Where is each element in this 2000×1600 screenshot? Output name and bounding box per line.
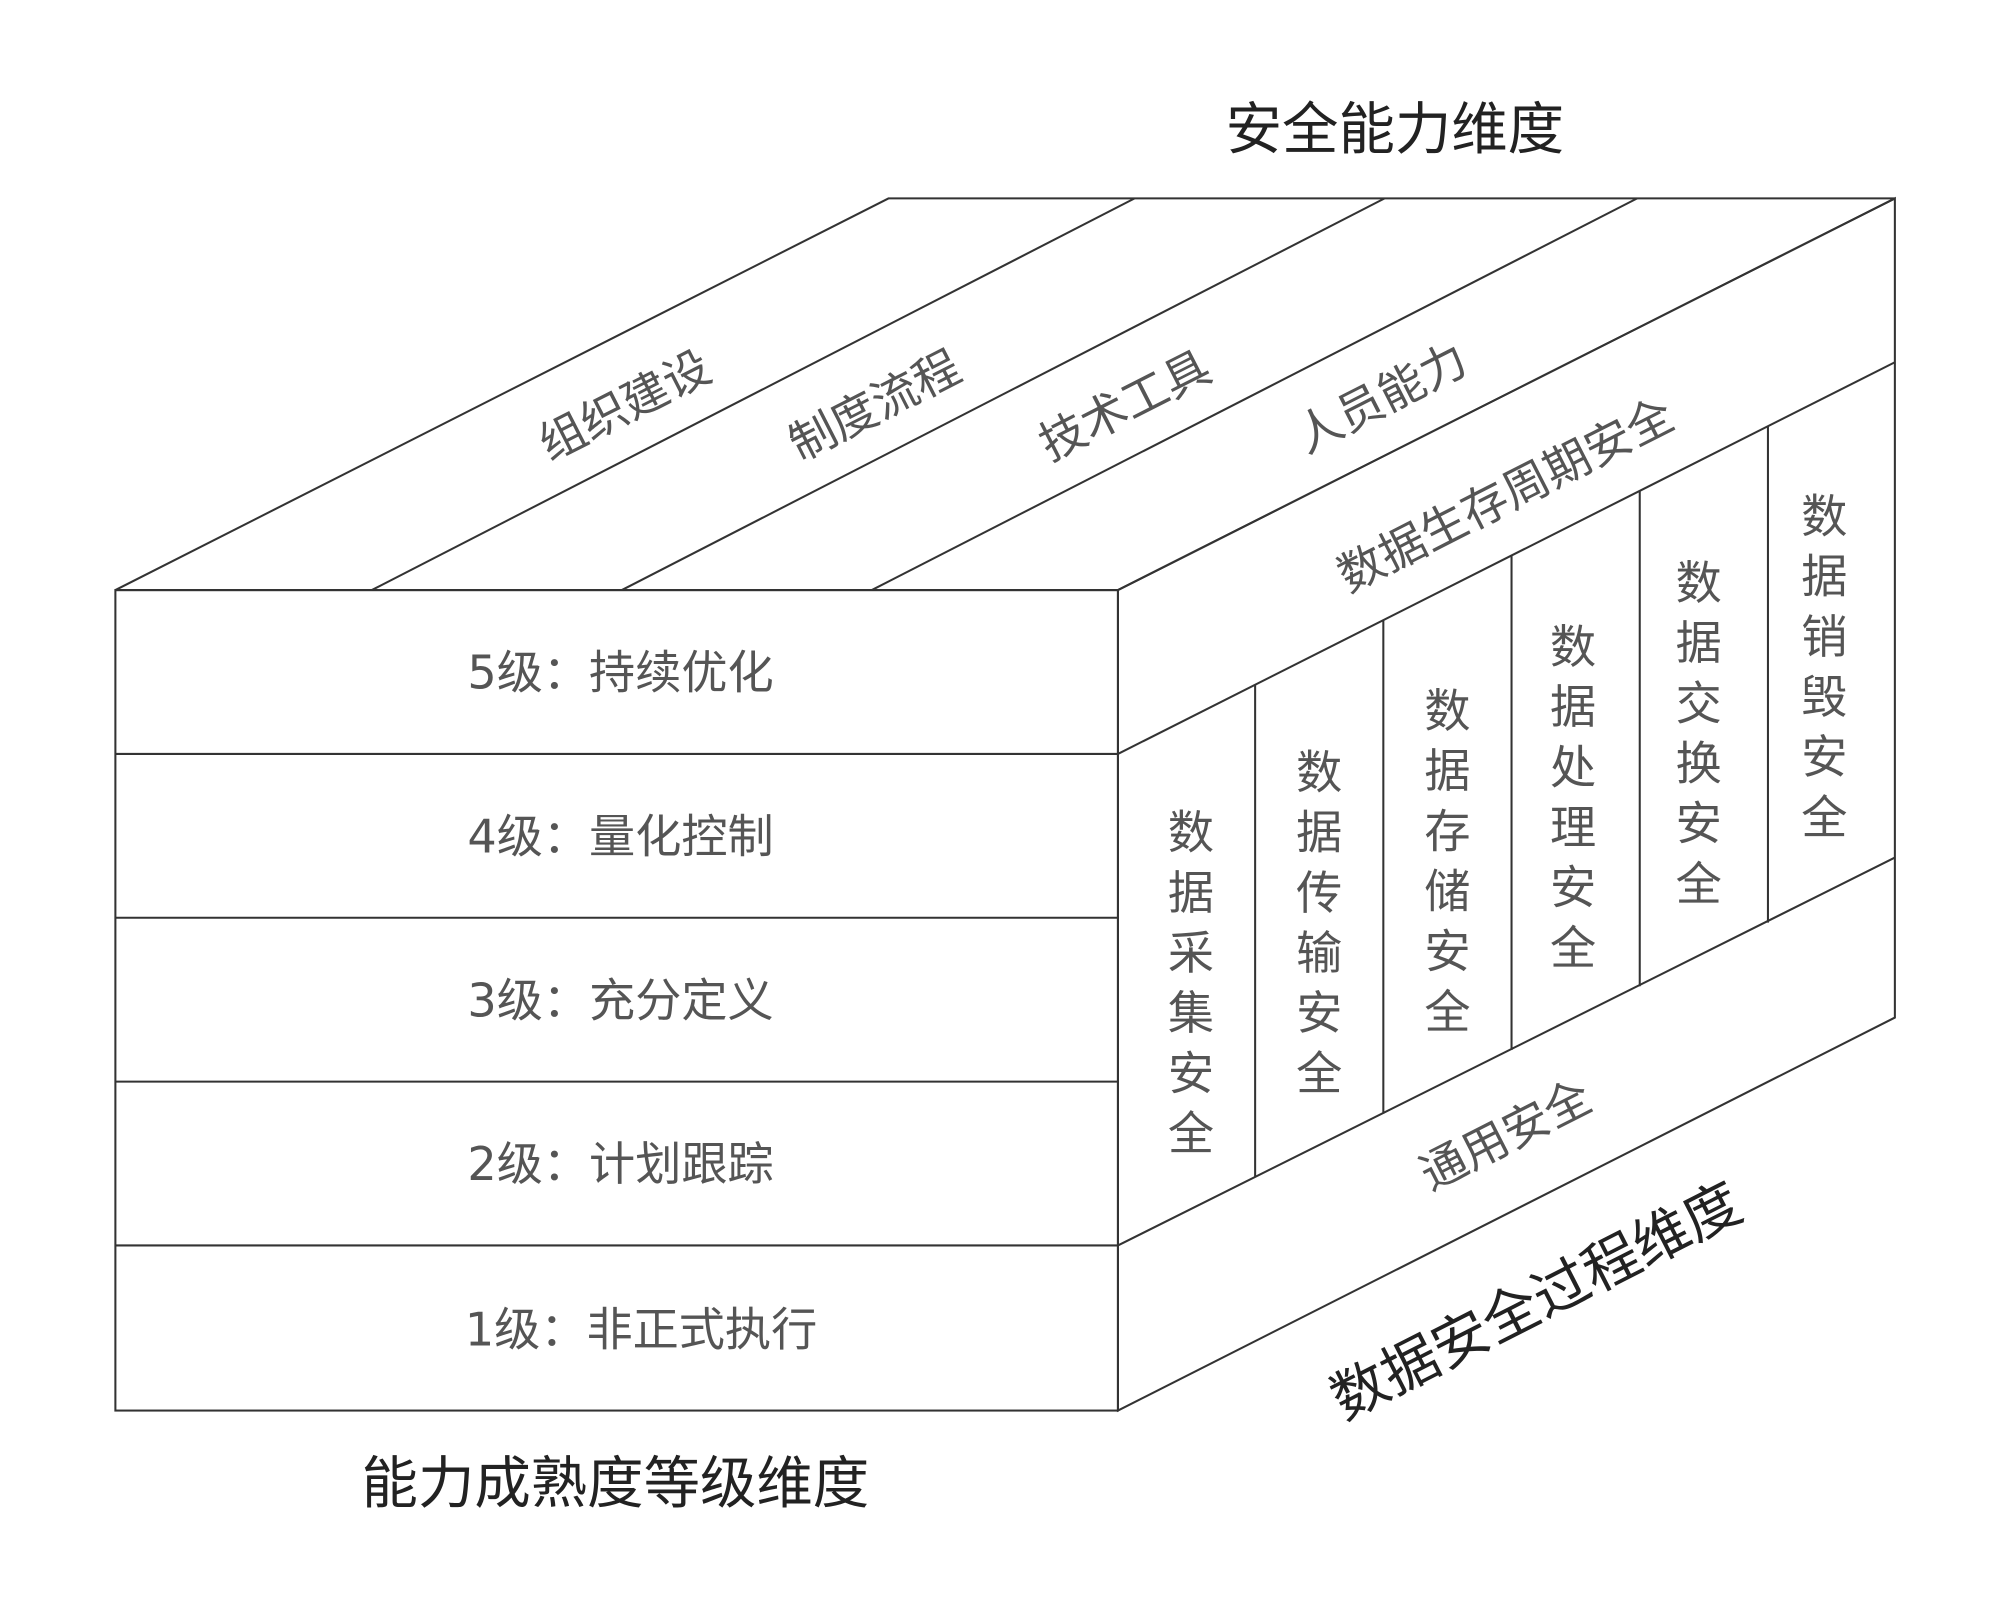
right-face: [1116, 196, 1896, 1413]
capability-personnel: 人员能力: [1287, 332, 1476, 464]
level-3: 3级：充分定义: [467, 973, 773, 1027]
cube-outline: [114, 196, 1896, 1413]
process-dimension-title: 数据安全过程维度: [1321, 1171, 1753, 1433]
capability-organization: 组织建设: [530, 340, 719, 472]
capability-tools: 技术工具: [1030, 340, 1219, 472]
level-2: 2级：计划跟踪: [467, 1137, 773, 1191]
lifecycle-stage: 数据采集安全: [1168, 806, 1214, 1161]
lifecycle-stage: 数据销毁安全: [1801, 490, 1847, 845]
lifecycle-stage: 数据交换安全: [1676, 556, 1722, 911]
level-5: 5级：持续优化: [467, 646, 773, 700]
lifecycle-stage: 数据处理安全: [1550, 620, 1596, 975]
capability-process: 制度流程: [780, 340, 969, 472]
maturity-dimension-title: 能力成熟度等级维度: [362, 1452, 870, 1517]
maturity-levels: 5级：持续优化 4级：量化控制 3级：充分定义 2级：计划跟踪 1级：非正式执行: [465, 646, 817, 1357]
level-4: 4级：量化控制: [467, 810, 773, 864]
lifecycle-stage: 数据存储安全: [1424, 684, 1470, 1039]
level-1: 1级：非正式执行: [465, 1302, 817, 1356]
lifecycle-stages: 数据采集安全 数据传输安全 数据存储安全 数据处理安全 数据交换安全 数据销毁安全: [1168, 490, 1847, 1161]
capability-dimension-title: 安全能力维度: [1226, 98, 1564, 163]
lifecycle-stage: 数据传输安全: [1296, 746, 1342, 1101]
